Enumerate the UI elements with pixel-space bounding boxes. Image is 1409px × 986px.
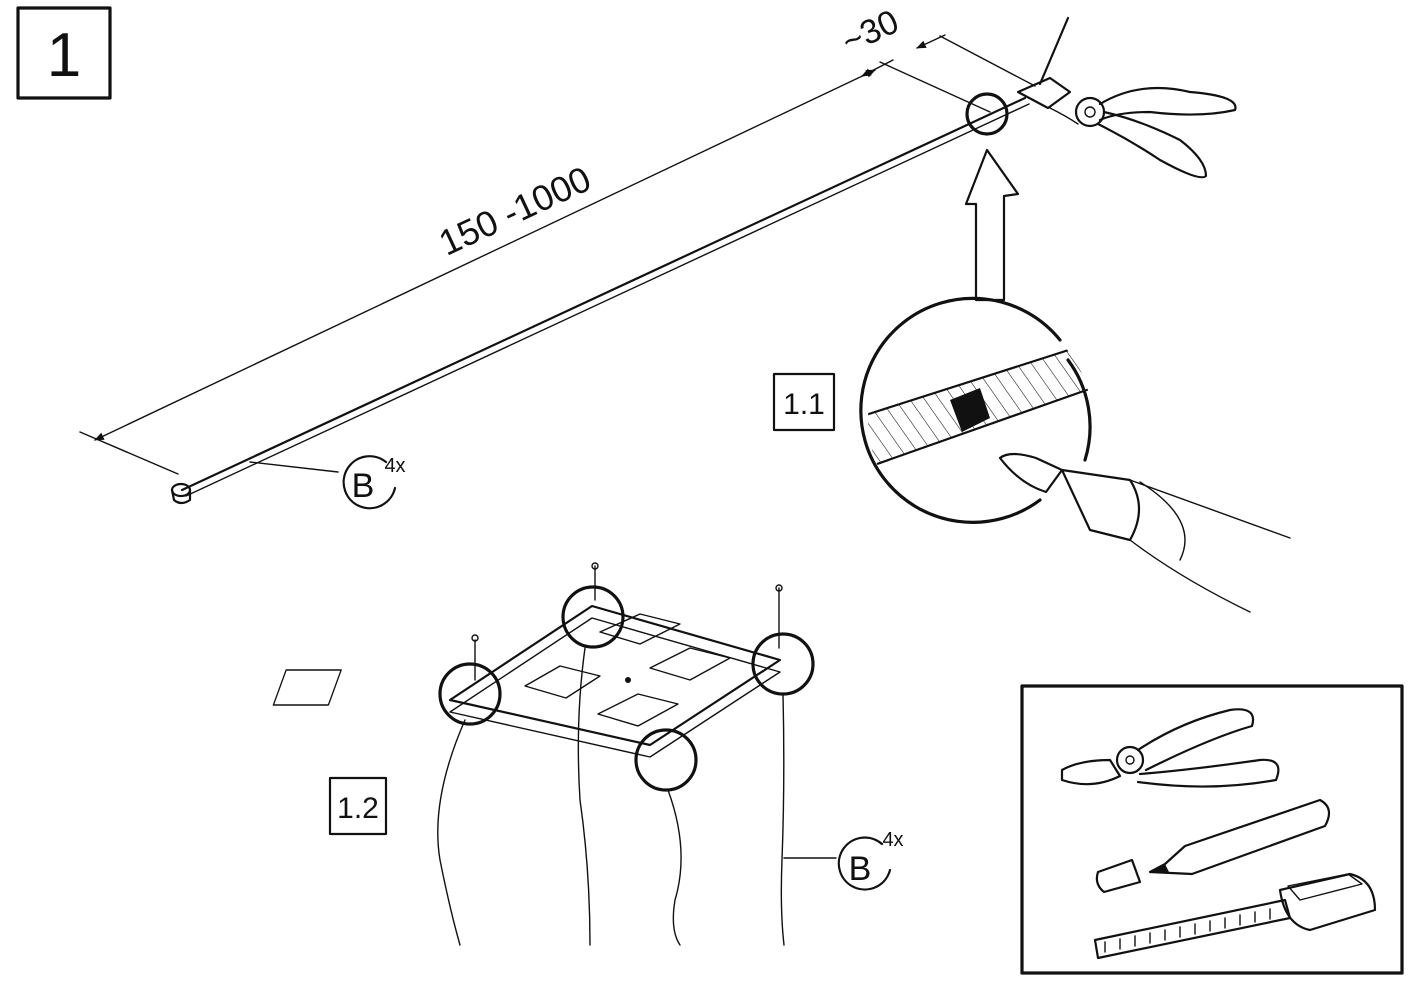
part-letter: B [849,850,872,888]
length-dimension-label: 150 -1000 [433,158,597,264]
mark-position-circle [965,92,1009,136]
part-callout-b-upper: B 4x [249,455,406,510]
marker-pen-icon [998,452,1291,613]
step-number: 1 [47,21,81,90]
detail-arrow [964,148,1020,302]
part-letter: B [352,467,375,505]
corner-circle [561,585,625,649]
pliers-icon [1060,708,1280,788]
corner-circle [751,632,815,696]
detail-1-1-box: 1.1 [772,372,836,432]
magnified-wire-detail [859,296,1092,524]
required-tools-box [1020,684,1404,975]
detail-1-2-label: 1.2 [337,792,379,825]
offset-dimension: ~30 [836,3,1036,87]
pliers-icon [1016,16,1237,179]
step-number-box: 1 [16,6,112,100]
detail-1-1-label: 1.1 [783,388,825,421]
corner-circle [438,662,502,726]
part-callout-b-lower: B 4x [783,829,904,891]
tape-measure-icon [1093,872,1377,960]
corner-circle [634,728,698,792]
part-quantity: 4x [882,829,903,851]
offset-dimension-label: ~30 [836,3,904,62]
marker-pen-icon [1095,798,1331,894]
part-quantity: 4x [384,455,405,477]
length-dimension: 150 -1000 [79,61,991,475]
detail-1-2-box: 1.2 [328,776,388,836]
lamp-panel-assembly [272,562,815,946]
wire-mark [950,388,990,432]
